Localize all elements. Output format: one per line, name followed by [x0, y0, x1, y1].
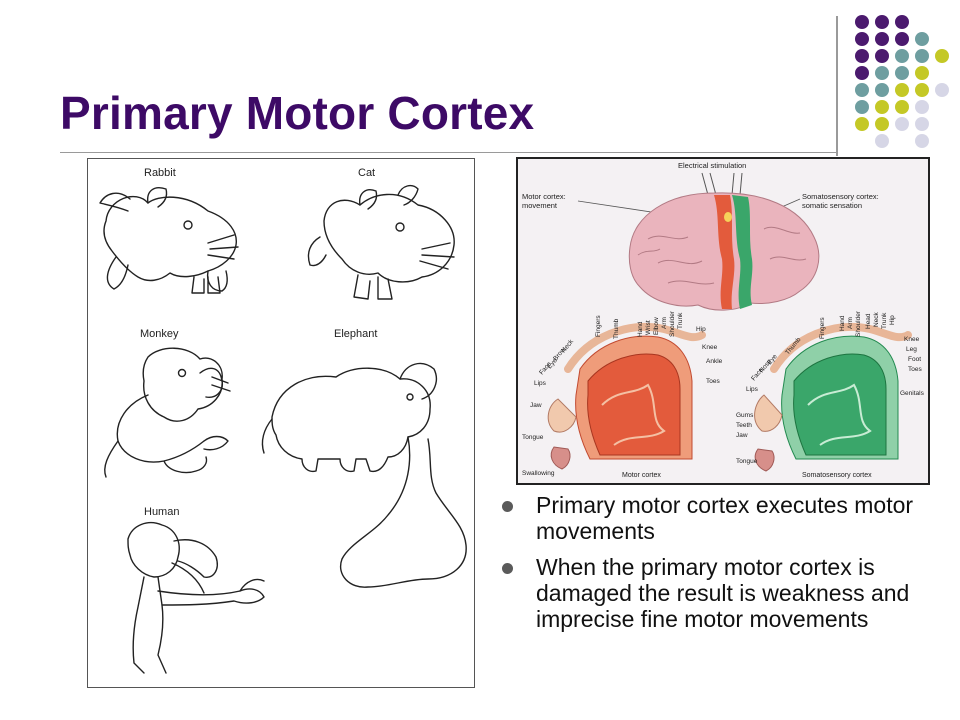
label-elephant: Elephant — [334, 328, 377, 340]
decorative-dot — [935, 49, 949, 63]
human-drawing — [127, 521, 265, 674]
motor-label-trunk: Trunk — [677, 312, 684, 329]
somato-label-shoulder: Shoulder — [855, 310, 862, 337]
slide-title: Primary Motor Cortex — [60, 87, 535, 139]
motor-label-fingers: Fingers — [595, 315, 602, 337]
label-rabbit: Rabbit — [144, 167, 176, 179]
brain-illustration — [628, 192, 820, 311]
bullet-text: Primary motor cortex executes motor move… — [536, 492, 914, 544]
somato-label-neck: Neck — [873, 311, 880, 327]
somato-label-trunk: Trunk — [881, 312, 888, 329]
label-motor-cortex-2: movement — [522, 201, 558, 210]
decorative-dot — [855, 100, 869, 114]
somato-label-jaw: Jaw — [736, 432, 748, 439]
monkey-drawing — [104, 347, 231, 478]
motor-label-swallowing: Swallowing — [522, 470, 555, 477]
label-electrical-stimulation: Electrical stimulation — [678, 161, 746, 170]
motor-label-knee: Knee — [702, 344, 718, 351]
decorative-dot — [855, 83, 869, 97]
decorative-dot — [875, 117, 889, 131]
bullet-text: When the primary motor cortex is damaged… — [536, 554, 910, 632]
motor-label-lips: Lips — [534, 380, 547, 387]
label-human: Human — [144, 506, 179, 518]
motor-label-arm: Arm — [661, 317, 668, 329]
decorative-vertical-line — [836, 16, 838, 156]
motor-label-toes: Toes — [706, 378, 720, 385]
somato-label-gums: Gums — [736, 412, 754, 419]
decorative-horizontal-line — [60, 152, 836, 153]
somato-label-knee: Knee — [904, 336, 920, 343]
decorative-dot — [855, 15, 869, 29]
somato-label-genitals: Genitals — [900, 390, 925, 397]
animal-homunculus-figure: Rabbit Cat Monkey Elephant Human — [87, 158, 475, 688]
decorative-dot — [855, 66, 869, 80]
somato-label-leg: Leg — [906, 346, 917, 353]
decorative-dot — [875, 32, 889, 46]
decorative-dot — [855, 49, 869, 63]
somato-label-hip: Hip — [889, 315, 896, 325]
motor-label-tongue: Tongue — [522, 434, 544, 441]
motor-label-elbow: Elbow — [653, 317, 660, 335]
decorative-dot — [855, 32, 869, 46]
decorative-dot — [895, 117, 909, 131]
somato-label-tongue: Tongue — [736, 458, 758, 465]
label-cat: Cat — [358, 167, 375, 179]
somato-part-labels: Head Neck Trunk Hip Shoulder Arm Hand Fi… — [736, 310, 925, 465]
decorative-dot — [875, 15, 889, 29]
motor-label-ankle: Ankle — [706, 358, 723, 365]
decorative-dot — [895, 49, 909, 63]
decorative-dot — [895, 83, 909, 97]
label-somato-cortex-1: Somatosensory cortex: — [802, 192, 879, 201]
decorative-dot — [855, 117, 869, 131]
somato-label-toes: Toes — [908, 366, 922, 373]
decorative-dot — [875, 49, 889, 63]
motor-label-shoulder: Shoulder — [669, 310, 676, 337]
caption-motor-cortex: Motor cortex — [622, 472, 661, 479]
decorative-dot — [915, 117, 929, 131]
decorative-dot — [875, 83, 889, 97]
bullet-list: Primary motor cortex executes motor move… — [500, 492, 950, 642]
bullet-dot-icon — [502, 501, 513, 512]
bullet-dot-icon — [502, 563, 513, 574]
rabbit-drawing — [99, 187, 239, 294]
elephant-drawing — [261, 362, 467, 588]
decorative-dot — [895, 32, 909, 46]
motor-label-jaw: Jaw — [530, 402, 542, 409]
somato-label-head: Head — [865, 313, 872, 329]
cortex-homunculus-figure: Electrical stimulation Motor cortex: mov… — [516, 157, 930, 485]
somato-label-teeth: Teeth — [736, 422, 752, 429]
decorative-dot — [875, 100, 889, 114]
decorative-dot — [915, 83, 929, 97]
somato-label-lips: Lips — [746, 386, 759, 393]
motor-label-hip: Hip — [696, 326, 706, 333]
decorative-dot — [895, 66, 909, 80]
decorative-dot — [895, 100, 909, 114]
cat-drawing — [307, 184, 455, 300]
decorative-dot — [935, 83, 949, 97]
decorative-dot — [915, 66, 929, 80]
bullet-item: Primary motor cortex executes motor move… — [500, 492, 950, 544]
somato-label-fingers: Fingers — [819, 317, 826, 339]
motor-label-thumb: Thumb — [613, 318, 620, 339]
decorative-dot — [915, 100, 929, 114]
caption-somatosensory-cortex: Somatosensory cortex — [802, 472, 872, 479]
somato-label-arm: Arm — [847, 317, 854, 329]
decorative-dot — [915, 49, 929, 63]
somatosensory-cortex-section — [754, 322, 912, 472]
decorative-dot-grid — [855, 15, 949, 148]
label-motor-cortex-1: Motor cortex: — [522, 192, 566, 201]
motor-cortex-section — [547, 322, 706, 470]
decorative-dot — [915, 134, 929, 148]
decorative-dot — [895, 15, 909, 29]
somato-label-hand: Hand — [839, 315, 846, 331]
decorative-dot — [915, 32, 929, 46]
decorative-dot — [875, 66, 889, 80]
motor-label-hand: Hand — [637, 321, 644, 337]
motor-label-wrist: Wrist — [645, 320, 652, 335]
somato-label-foot: Foot — [908, 356, 921, 363]
decorative-dot — [875, 134, 889, 148]
label-somato-cortex-2: somatic sensation — [802, 201, 862, 210]
bullet-item: When the primary motor cortex is damaged… — [500, 554, 950, 632]
label-monkey: Monkey — [140, 328, 179, 340]
